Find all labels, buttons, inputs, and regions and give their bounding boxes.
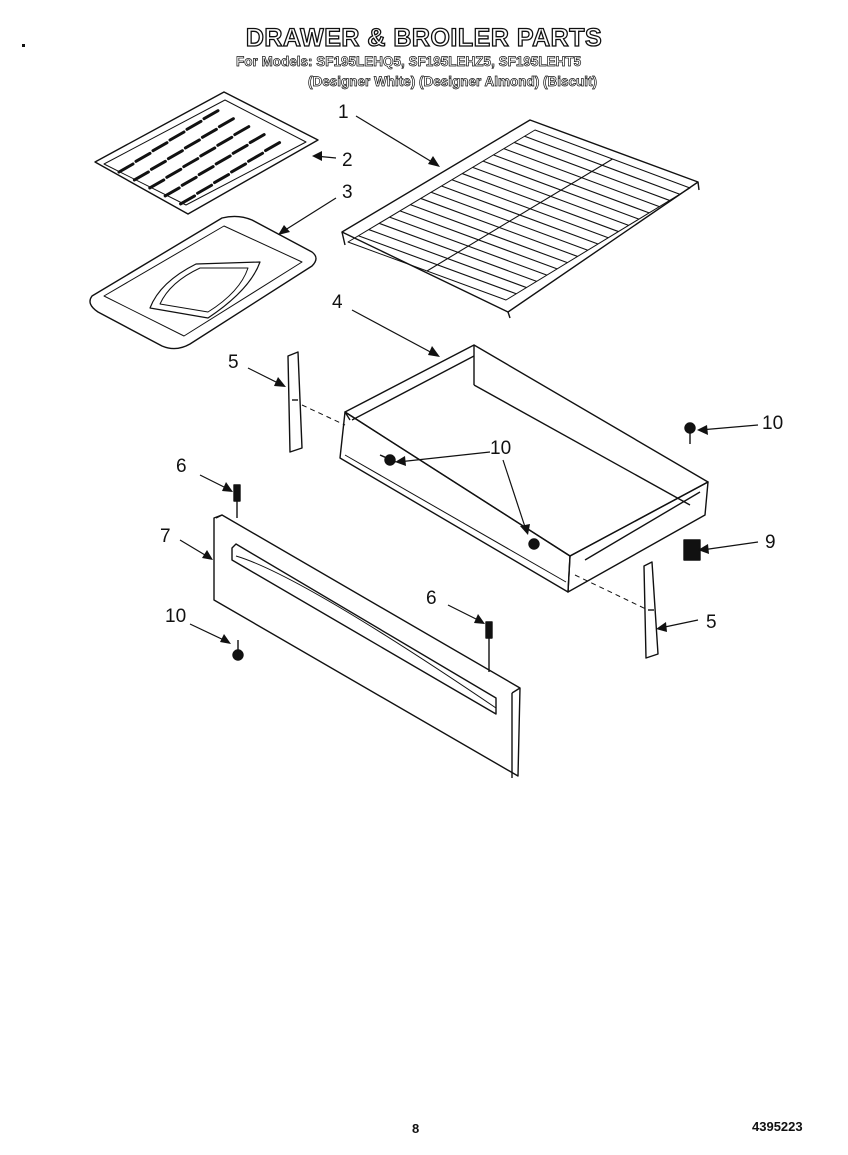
- callout-4: 4: [332, 292, 343, 313]
- grid-slot: [230, 162, 248, 174]
- grid-slot: [233, 125, 251, 137]
- scan-speck: [22, 44, 25, 47]
- part-bracket: [683, 539, 701, 561]
- grid-slot: [214, 154, 232, 166]
- callout-6-left: 6: [176, 456, 187, 477]
- grid-slot: [151, 141, 169, 153]
- rack-crossbar: [426, 158, 613, 272]
- page-number: 8: [412, 1121, 420, 1136]
- grid-slot: [117, 162, 135, 174]
- part-screw-panel-bottom: [232, 640, 244, 661]
- part-oven-rack: [341, 119, 700, 319]
- part-screw-drawer-right: [684, 422, 696, 444]
- callout-3: 3: [342, 182, 353, 203]
- callout-5-left: 5: [228, 352, 239, 373]
- grid-slot: [216, 135, 234, 147]
- part-stud-right: [485, 621, 493, 672]
- grid-slot: [200, 127, 218, 139]
- part-stud-left: [233, 484, 241, 518]
- part-screw-drawer-left: [379, 454, 397, 466]
- callout-labels: 1 2 3 4 5 5 6 6 7 9 10 10 10: [160, 102, 783, 633]
- grid-slot: [165, 167, 183, 179]
- part-broiler-grid: [94, 91, 319, 215]
- part-slide-rail-right: [643, 561, 659, 659]
- grid-slot: [213, 173, 231, 185]
- leader-arrows: [179, 115, 759, 643]
- grid-slot: [168, 130, 186, 142]
- assembly-lines: [301, 404, 649, 611]
- part-drawer-front: [213, 514, 521, 778]
- callout-1: 1: [338, 102, 349, 123]
- part-screw-drawer-front: [528, 538, 540, 550]
- callout-5-right: 5: [706, 612, 717, 633]
- document-code: 4395223: [752, 1119, 803, 1134]
- grid-slot: [179, 194, 197, 206]
- callout-2: 2: [342, 150, 353, 171]
- callout-10-right: 10: [762, 413, 783, 434]
- variants-line: (Designer White) (Designer Almond) (Bisc…: [308, 74, 598, 90]
- callout-7: 7: [160, 526, 171, 547]
- grid-slot: [183, 138, 201, 150]
- grid-slot: [248, 133, 266, 145]
- grid-slot: [202, 109, 220, 121]
- grid-slot: [217, 117, 235, 129]
- callout-6-right: 6: [426, 588, 437, 609]
- grid-slot: [247, 151, 265, 163]
- grid-slot: [134, 151, 152, 163]
- grid-slot: [197, 165, 215, 177]
- part-broiler-pan: [89, 215, 317, 350]
- grid-slot: [166, 149, 184, 161]
- part-slide-rail-left: [287, 351, 303, 453]
- grid-slot: [182, 157, 200, 169]
- grid-slot: [132, 170, 150, 182]
- part-drawer-body: [339, 344, 709, 593]
- grid-slot: [185, 119, 203, 131]
- grid-slot: [264, 141, 282, 153]
- grid-slot: [149, 159, 167, 171]
- callout-10-center: 10: [490, 438, 511, 459]
- grid-slot: [148, 178, 166, 190]
- callout-9: 9: [765, 532, 776, 553]
- arrow-heads: [202, 151, 709, 644]
- page-title: DRAWER & BROILER PARTS: [245, 23, 603, 52]
- grid-slot: [231, 143, 249, 155]
- grid-slot: [196, 183, 214, 195]
- grid-slot: [199, 146, 217, 158]
- grid-slot: [163, 186, 181, 198]
- callout-10-left: 10: [165, 606, 186, 627]
- models-line: For Models: SF195LEHQ5, SF195LEHZ5, SF19…: [236, 54, 582, 70]
- grid-slot: [180, 175, 198, 187]
